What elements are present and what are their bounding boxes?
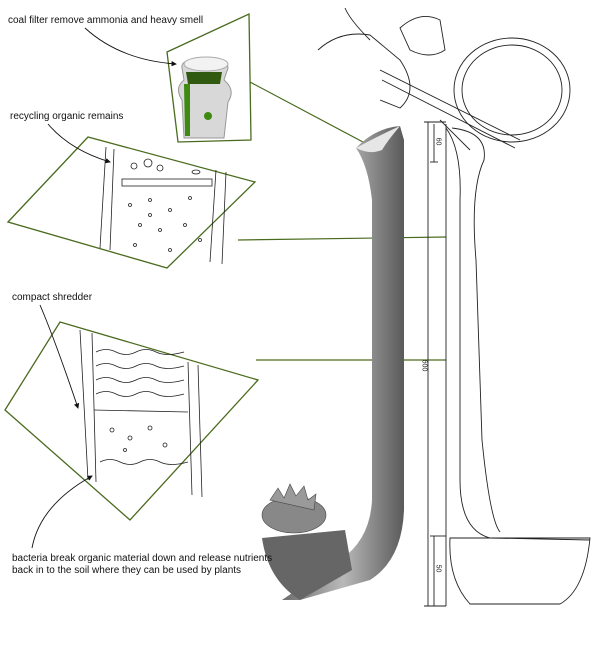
bacteria-label-line1: bacteria break organic material down and… [12,553,273,564]
recycling-panel [6,136,257,269]
annotation-arrows [31,27,177,549]
recycling-label: recycling organic remains [10,111,124,122]
shredder-label: compact shredder [12,292,93,303]
filter-panel [166,12,252,143]
connector-lines [237,81,447,361]
coal-filter-label: coal filter remove ammonia and heavy sme… [8,15,204,26]
bacteria-label-line2: back in to the soil where they can be us… [12,565,242,576]
dimension-top: 60 [434,137,442,146]
technical-drawing [317,7,591,607]
dimension-bottom: 50 [434,564,442,573]
shredder-panel [4,321,260,521]
device-render [261,126,404,600]
dimension-total: 600 [420,359,428,372]
plant [261,483,327,534]
